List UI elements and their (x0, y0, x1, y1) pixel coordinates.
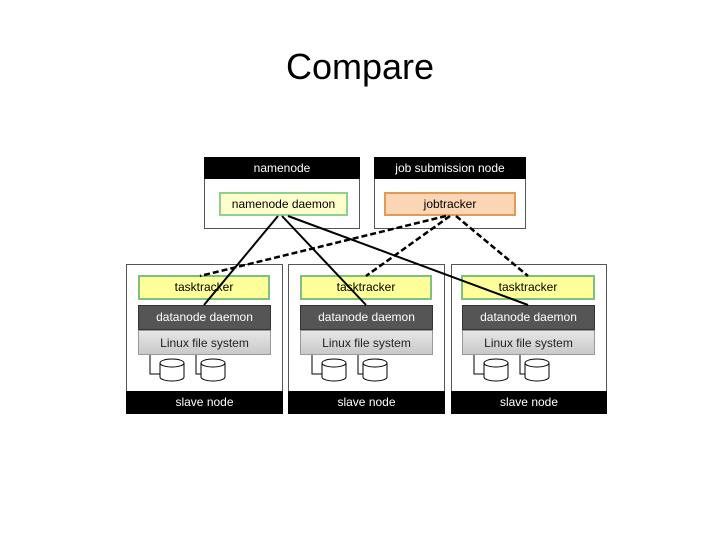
jobtracker-links (199, 214, 529, 278)
datanode-daemon: datanode daemon (300, 305, 433, 330)
disk-icon (159, 358, 185, 382)
slave-node-label: slave node (126, 391, 283, 414)
tasktracker: tasktracker (300, 275, 432, 300)
disk-icon (362, 358, 388, 382)
disk-icon (524, 358, 550, 382)
namenode-daemon: namenode daemon (219, 192, 348, 216)
fs-bracket (311, 355, 363, 375)
disk-icon (483, 358, 509, 382)
job-submission-header: job submission node (374, 157, 526, 179)
slave-node-label: slave node (451, 391, 607, 414)
namenode-header: namenode (204, 157, 360, 179)
namenode-links (203, 215, 529, 306)
tasktracker: tasktracker (138, 275, 270, 300)
linux-file-system: Linux file system (138, 330, 271, 355)
linux-file-system: Linux file system (300, 330, 433, 355)
linux-file-system: Linux file system (462, 330, 595, 355)
slave-node-label: slave node (288, 391, 445, 414)
datanode-daemon: datanode daemon (462, 305, 595, 330)
disk-icon (321, 358, 347, 382)
datanode-daemon: datanode daemon (138, 305, 271, 330)
page-title: Compare (285, 46, 435, 87)
fs-bracket (473, 355, 525, 375)
jobtracker: jobtracker (384, 192, 516, 216)
fs-bracket (149, 355, 201, 375)
disk-icon (200, 358, 226, 382)
